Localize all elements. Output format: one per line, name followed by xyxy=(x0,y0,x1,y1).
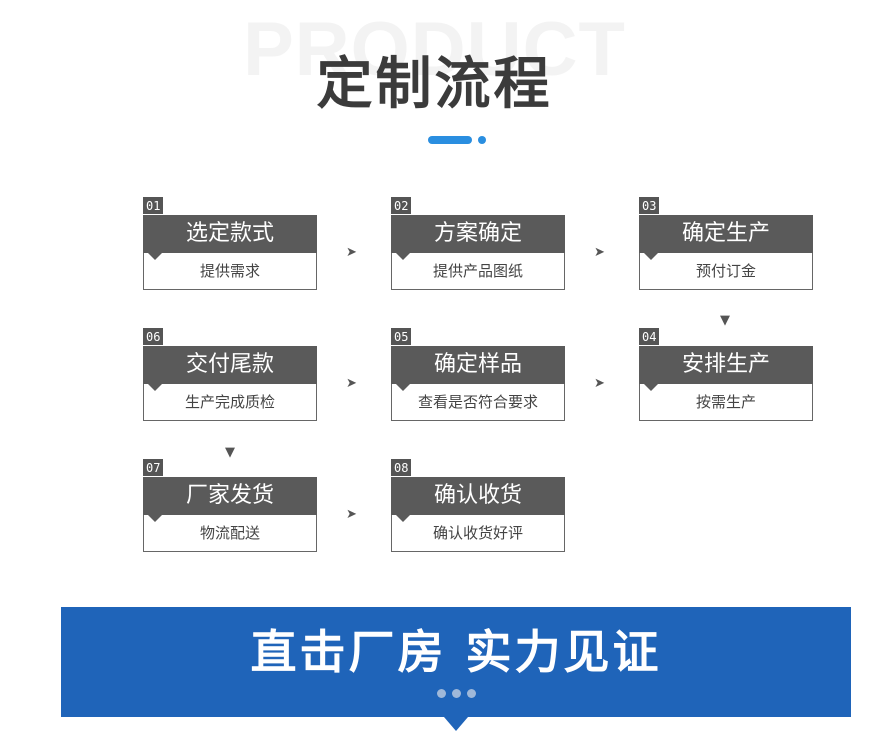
step-title: 安排生产 xyxy=(639,346,813,384)
step-notch xyxy=(148,253,162,260)
step-subtitle: 提供需求 xyxy=(143,253,317,290)
step-notch xyxy=(396,515,410,522)
step-title: 确定生产 xyxy=(639,215,813,253)
step-subtitle: 预付订金 xyxy=(639,253,813,290)
step-number: 03 xyxy=(639,197,660,214)
step-title: 确定样品 xyxy=(391,346,565,384)
banner-pointer xyxy=(444,717,468,731)
step-07: 07 厂家发货 物流配送 xyxy=(143,459,317,553)
accent-dot xyxy=(478,136,486,144)
step-subtitle: 物流配送 xyxy=(143,515,317,552)
step-subtitle: 查看是否符合要求 xyxy=(391,384,565,421)
banner-dot xyxy=(437,689,446,698)
step-title: 方案确定 xyxy=(391,215,565,253)
step-subtitle: 确认收货好评 xyxy=(391,515,565,552)
step-title: 厂家发货 xyxy=(143,477,317,515)
step-number: 05 xyxy=(391,328,412,345)
banner-title: 直击厂房 实力见证 xyxy=(250,625,662,679)
banner-dots xyxy=(437,689,477,699)
step-notch xyxy=(148,384,162,391)
right-arrow-icon: ➤ xyxy=(346,376,357,391)
right-arrow-icon: ➤ xyxy=(594,376,605,391)
step-number: 08 xyxy=(391,459,412,476)
right-arrow-icon: ➤ xyxy=(346,245,357,260)
step-notch xyxy=(396,253,410,260)
step-number: 02 xyxy=(391,197,412,214)
step-05: 05 确定样品 查看是否符合要求 xyxy=(391,328,565,422)
step-title: 确认收货 xyxy=(391,477,565,515)
step-01: 01 选定款式 提供需求 xyxy=(143,197,317,291)
down-arrow-icon: ▼ xyxy=(720,313,730,328)
step-08: 08 确认收货 确认收货好评 xyxy=(391,459,565,553)
step-title: 交付尾款 xyxy=(143,346,317,384)
step-06: 06 交付尾款 生产完成质检 xyxy=(143,328,317,422)
title-accent xyxy=(428,136,490,144)
step-number: 06 xyxy=(143,328,164,345)
step-04: 04 安排生产 按需生产 xyxy=(639,328,813,422)
step-subtitle: 按需生产 xyxy=(639,384,813,421)
factory-banner: 直击厂房 实力见证 xyxy=(61,607,851,717)
step-02: 02 方案确定 提供产品图纸 xyxy=(391,197,565,291)
step-notch xyxy=(644,384,658,391)
step-03: 03 确定生产 预付订金 xyxy=(639,197,813,291)
right-arrow-icon: ➤ xyxy=(594,245,605,260)
step-number: 01 xyxy=(143,197,164,214)
step-number: 07 xyxy=(143,459,164,476)
step-subtitle: 提供产品图纸 xyxy=(391,253,565,290)
step-subtitle: 生产完成质检 xyxy=(143,384,317,421)
product-watermark: PRODUCT xyxy=(243,7,626,92)
down-arrow-icon: ▼ xyxy=(225,445,235,460)
page-title: 定制流程 xyxy=(316,52,553,117)
step-notch xyxy=(644,253,658,260)
banner-dot xyxy=(467,689,476,698)
step-title: 选定款式 xyxy=(143,215,317,253)
accent-bar xyxy=(428,136,472,144)
banner-dot xyxy=(452,689,461,698)
step-notch xyxy=(148,515,162,522)
step-notch xyxy=(396,384,410,391)
step-number: 04 xyxy=(639,328,660,345)
right-arrow-icon: ➤ xyxy=(346,507,357,522)
